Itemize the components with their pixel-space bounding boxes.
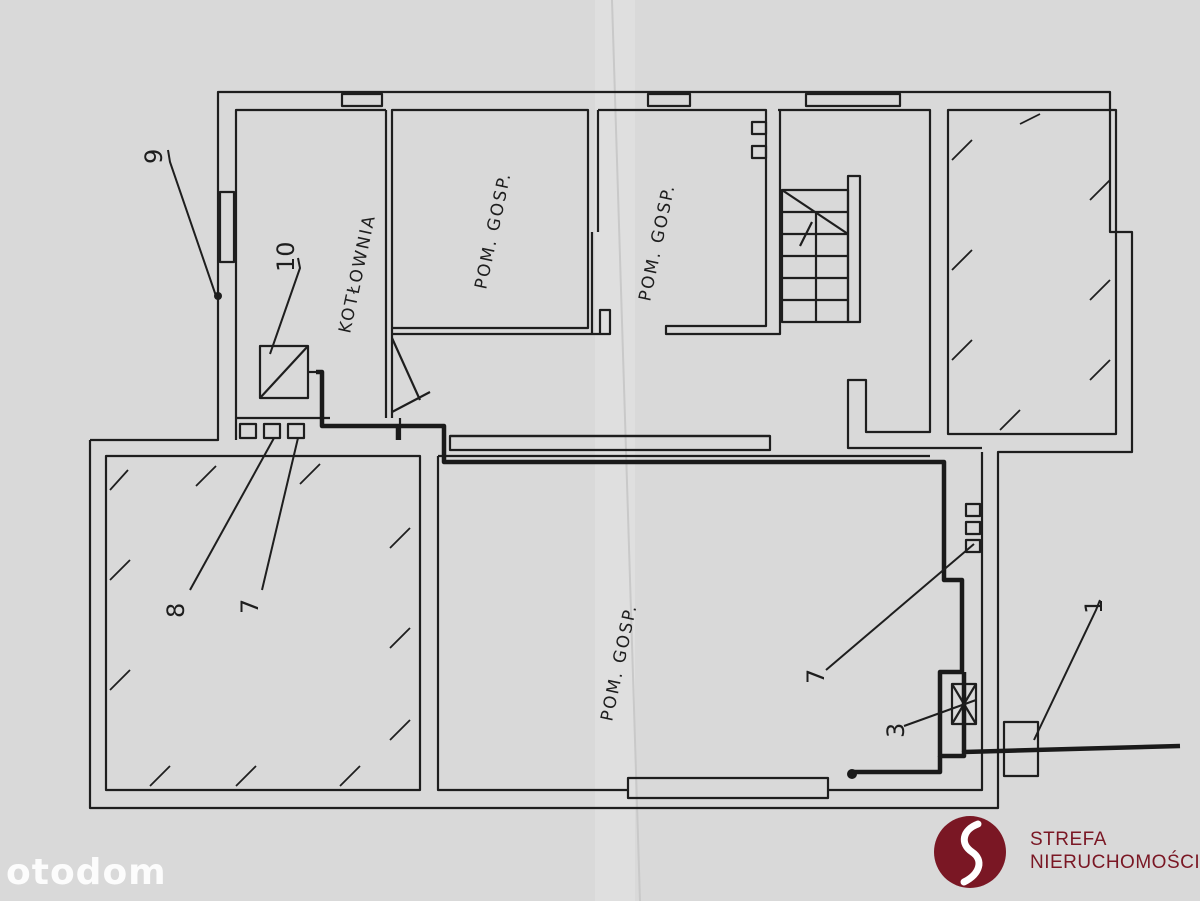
callout-7-left: 7: [236, 599, 264, 614]
strefa-logo-icon: [934, 816, 1006, 888]
otodom-watermark: otodom: [6, 852, 167, 893]
logo-line-2: NIERUCHOMOŚCI: [1030, 852, 1200, 873]
point-9: [214, 292, 222, 300]
strefa-logo: STREFA NIERUCHOMOŚCI: [932, 812, 1200, 892]
vent-blocks: [238, 120, 982, 554]
pipe-end-dot: [847, 769, 857, 779]
leader-lines: [167, 149, 1101, 741]
strefa-logo-text: STREFA NIERUCHOMOŚCI: [1030, 828, 1200, 874]
callout-10: 10: [272, 241, 300, 272]
callout-8: 8: [162, 603, 190, 618]
callout-3: 3: [882, 723, 910, 738]
windows: [218, 92, 902, 800]
callout-9: 9: [140, 149, 168, 164]
door: [390, 337, 431, 413]
callout-7-right: 7: [802, 669, 830, 684]
staircase: [780, 174, 862, 324]
callout-1: 1: [1080, 599, 1108, 614]
gas-pipe: [316, 369, 1181, 775]
inner-walls: [384, 108, 782, 418]
logo-line-1: STREFA: [1030, 829, 1107, 850]
hatching: [109, 113, 1111, 787]
